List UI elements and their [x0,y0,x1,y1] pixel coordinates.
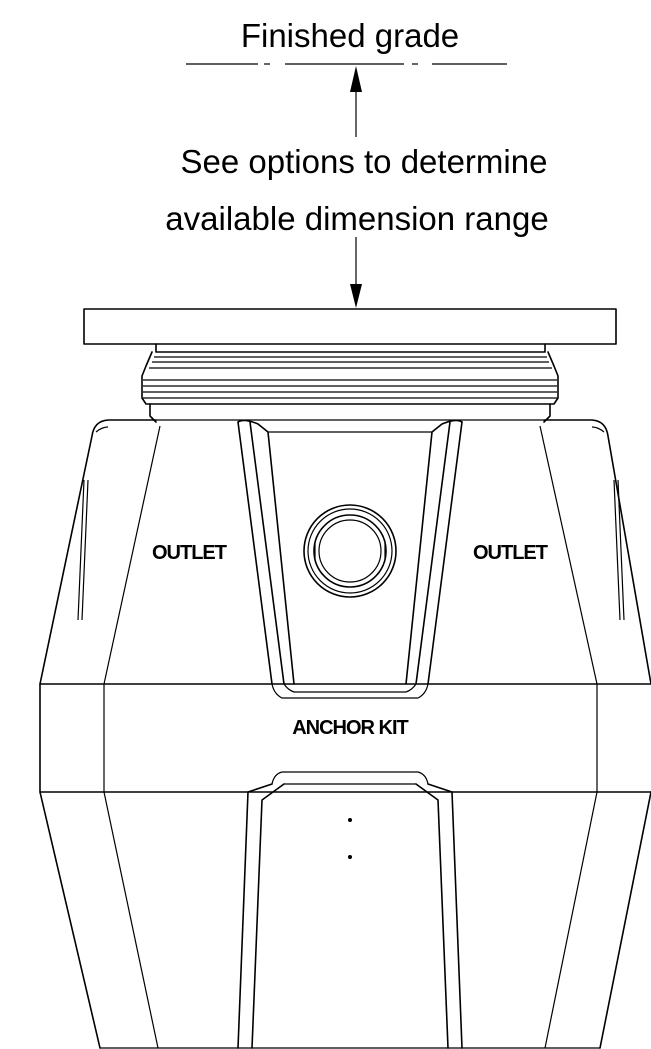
tank-body [39,419,651,1049]
marker-dot-2 [348,855,352,859]
outlet-label-right: OUTLET [473,542,548,564]
marker-dot-1 [348,818,352,822]
tank-lid [83,308,617,345]
dimension-arrow-top [350,66,362,137]
upper-channels [237,419,463,699]
outlet-label-left: OUTLET [152,542,227,564]
finished-grade-label: Finished grade [241,17,459,54]
lower-channels [237,771,463,1049]
dimension-note-line1: See options to determine [181,143,548,180]
dimension-note-line2: available dimension range [165,200,548,237]
riser-neck [141,343,559,423]
anchor-kit-label: ANCHOR KIT [292,717,408,739]
anchor-kit-band [39,683,651,793]
dimension-arrow-bottom [350,237,362,308]
outlet-fitting [303,504,397,598]
